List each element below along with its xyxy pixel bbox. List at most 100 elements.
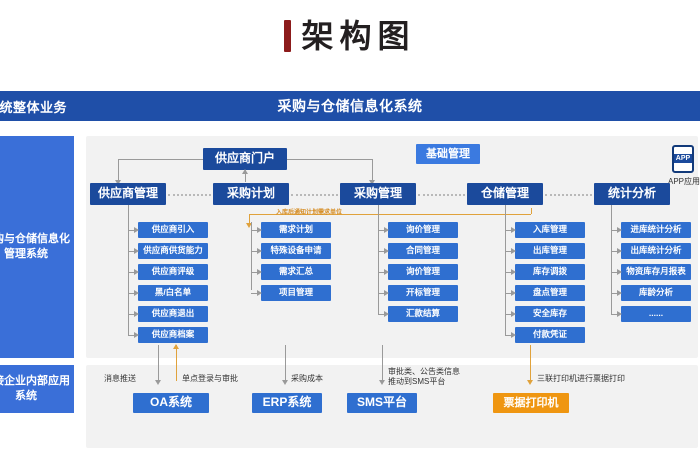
- col1-tick-0: [128, 230, 136, 231]
- caption-sms-line1: 审批类、公告类信息: [388, 367, 460, 376]
- col4-tick-3: [505, 293, 513, 294]
- column-header-purchase-plan[interactable]: 采购计划: [213, 183, 289, 205]
- col5-spine: [611, 205, 612, 315]
- col5-item-3[interactable]: 库龄分析: [621, 285, 691, 301]
- col4-item-0[interactable]: 入库管理: [515, 222, 585, 238]
- col3-item-1[interactable]: 合同管理: [388, 243, 458, 259]
- app-icon-text: APP: [674, 154, 692, 163]
- col5-arrow-4: [617, 311, 622, 317]
- col1-item-1[interactable]: 供应商供货能力: [138, 243, 208, 259]
- col2-arrow-1: [257, 248, 262, 254]
- column-header-warehouse[interactable]: 仓储管理: [467, 183, 543, 205]
- col2-item-2[interactable]: 需求汇总: [261, 264, 331, 280]
- portal-right-h-line: [287, 159, 372, 160]
- column-header-supplier[interactable]: 供应商管理: [90, 183, 166, 205]
- portal-center-v-line: [245, 170, 246, 182]
- column-header-statistics[interactable]: 统计分析: [594, 183, 670, 205]
- col1-item-5[interactable]: 供应商档案: [138, 327, 208, 343]
- portal-box[interactable]: 供应商门户: [203, 148, 287, 170]
- integration-box-oa[interactable]: OA系统: [133, 393, 209, 413]
- col2-tick-0: [251, 230, 259, 231]
- flow-note-line: [249, 214, 531, 215]
- col3-spine: [378, 205, 379, 315]
- col1-arrow-5: [134, 332, 139, 338]
- header-center-label: 采购与仓储信息化系统: [277, 98, 423, 114]
- header-dots-3: [418, 194, 465, 196]
- col3-item-0[interactable]: 询价管理: [388, 222, 458, 238]
- portal-right-v-line: [372, 159, 373, 181]
- col5-item-1[interactable]: 出库统计分析: [621, 243, 691, 259]
- flow-note-right-v: [531, 208, 532, 214]
- col2-item-3[interactable]: 项目管理: [261, 285, 331, 301]
- col4-arrow-5: [511, 332, 516, 338]
- col1-tick-5: [128, 335, 136, 336]
- col5-tick-1: [611, 251, 619, 252]
- caption-printer: 三联打印机进行票据打印: [537, 374, 625, 383]
- col2-arrow-0: [257, 227, 262, 233]
- col3-arrow-0: [384, 227, 389, 233]
- col1-tick-4: [128, 314, 136, 315]
- col3-tick-3: [378, 293, 386, 294]
- col4-arrow-1: [511, 248, 516, 254]
- app-entry-label: APP应用: [668, 177, 700, 186]
- col4-item-4[interactable]: 安全库存: [515, 306, 585, 322]
- col4-tick-0: [505, 230, 513, 231]
- col5-item-4[interactable]: ......: [621, 306, 691, 322]
- portal-right-arrow: [369, 180, 375, 185]
- sms-down-arrow: [379, 380, 385, 385]
- caption-erp-cost: 采购成本: [291, 374, 323, 383]
- header-dots-1: [168, 194, 211, 196]
- col1-item-3[interactable]: 黑/白名单: [138, 285, 208, 301]
- col2-tick-1: [251, 251, 259, 252]
- col3-item-2[interactable]: 询价管理: [388, 264, 458, 280]
- col1-tick-3: [128, 293, 136, 294]
- app-icon[interactable]: APP: [672, 145, 694, 173]
- col4-item-3[interactable]: 盘点管理: [515, 285, 585, 301]
- portal-left-arrow: [115, 180, 121, 185]
- col5-item-2[interactable]: 物资库存月报表: [621, 264, 691, 280]
- col3-item-3[interactable]: 开标管理: [388, 285, 458, 301]
- col4-tick-4: [505, 314, 513, 315]
- col1-arrow-2: [134, 269, 139, 275]
- sidebar-item-enterprise-apps[interactable]: 对接企业内部应用系统: [0, 365, 74, 413]
- col5-arrow-1: [617, 248, 622, 254]
- col5-arrow-3: [617, 290, 622, 296]
- basic-management-box[interactable]: 基础管理: [416, 144, 480, 164]
- col1-item-2[interactable]: 供应商评级: [138, 264, 208, 280]
- col4-arrow-2: [511, 269, 516, 275]
- caption-sms-line2: 推动到SMS平台: [388, 377, 446, 386]
- col4-spine: [505, 205, 506, 335]
- integration-box-erp[interactable]: ERP系统: [252, 393, 322, 413]
- col4-tick-5: [505, 335, 513, 336]
- col3-item-4[interactable]: 汇款结算: [388, 306, 458, 322]
- integration-box-sms[interactable]: SMS平台: [347, 393, 417, 413]
- col2-tick-3: [251, 293, 259, 294]
- col2-item-1[interactable]: 特殊设备申请: [261, 243, 331, 259]
- col3-tick-2: [378, 272, 386, 273]
- col1-arrow-4: [134, 311, 139, 317]
- header-dots-4: [545, 194, 592, 196]
- col5-item-0[interactable]: 进库统计分析: [621, 222, 691, 238]
- integration-box-printer[interactable]: 票据打印机: [493, 393, 569, 413]
- column-header-purchase-mgmt[interactable]: 采购管理: [340, 183, 416, 205]
- col3-arrow-4: [384, 311, 389, 317]
- col4-tick-2: [505, 272, 513, 273]
- sidebar-item-main-system[interactable]: 采购与仓储信息化管理系统: [0, 136, 74, 358]
- col4-item-1[interactable]: 出库管理: [515, 243, 585, 259]
- col1-item-0[interactable]: 供应商引入: [138, 222, 208, 238]
- col2-item-0[interactable]: 需求计划: [261, 222, 331, 238]
- col4-item-5[interactable]: 付款凭证: [515, 327, 585, 343]
- col5-tick-4: [611, 314, 619, 315]
- flow-note-label: 入库后通知计划需求单位: [276, 210, 343, 216]
- caption-oa-push: 消息推送: [104, 374, 136, 383]
- col3-tick-0: [378, 230, 386, 231]
- col1-spine: [128, 205, 129, 335]
- col4-arrow-4: [511, 311, 516, 317]
- header-dots-2: [291, 194, 338, 196]
- col4-item-2[interactable]: 库存调拨: [515, 264, 585, 280]
- caption-oa-sso: 单点登录与审批: [182, 374, 238, 383]
- col5-arrow-0: [617, 227, 622, 233]
- oa-up-line: [176, 345, 177, 381]
- col1-item-4[interactable]: 供应商退出: [138, 306, 208, 322]
- col5-arrow-2: [617, 269, 622, 275]
